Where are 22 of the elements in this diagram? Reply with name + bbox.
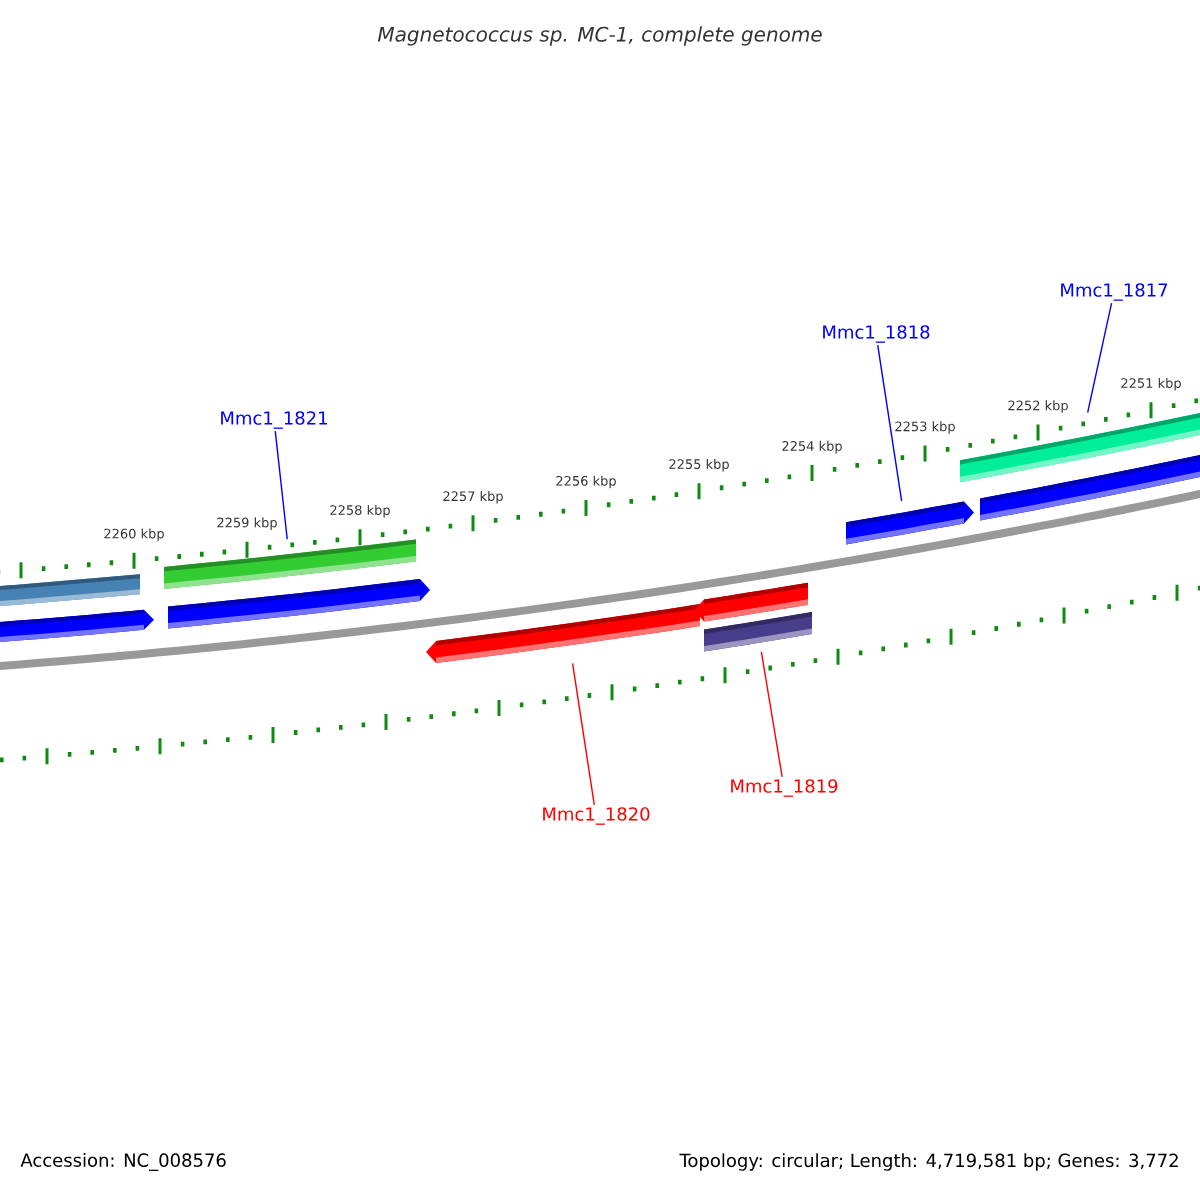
leader-line <box>274 430 288 540</box>
gene-bar <box>426 604 700 663</box>
gene-bar <box>164 539 416 589</box>
gene-bar <box>704 612 812 652</box>
leader-line <box>571 662 595 806</box>
footer-text: Accession: NC_008576 <box>20 1153 226 1171</box>
gene-bar <box>694 582 808 622</box>
gene-label: Mmc1_1821 <box>221 411 327 429</box>
gene-bar <box>0 609 154 642</box>
leader-line <box>1086 302 1113 414</box>
gene-bar <box>980 455 1200 521</box>
footer-text: Topology: circular; Length: 4,719,581 bp; Genes: 3,772 <box>679 1153 1178 1171</box>
gene-label: Mmc1_1820 <box>543 807 650 825</box>
gene-label: Mmc1_1819 <box>731 779 838 797</box>
gene-bar <box>846 501 974 545</box>
gene-label: Mmc1_1817 <box>1061 283 1168 301</box>
leader-line <box>760 651 783 778</box>
gene-label: Mmc1_1818 <box>823 325 930 343</box>
leader-line <box>877 344 903 502</box>
gene-bar <box>0 574 140 606</box>
gene-bar <box>168 579 430 629</box>
title: Magnetococcus sp. MC-1, complete genome <box>377 26 822 46</box>
